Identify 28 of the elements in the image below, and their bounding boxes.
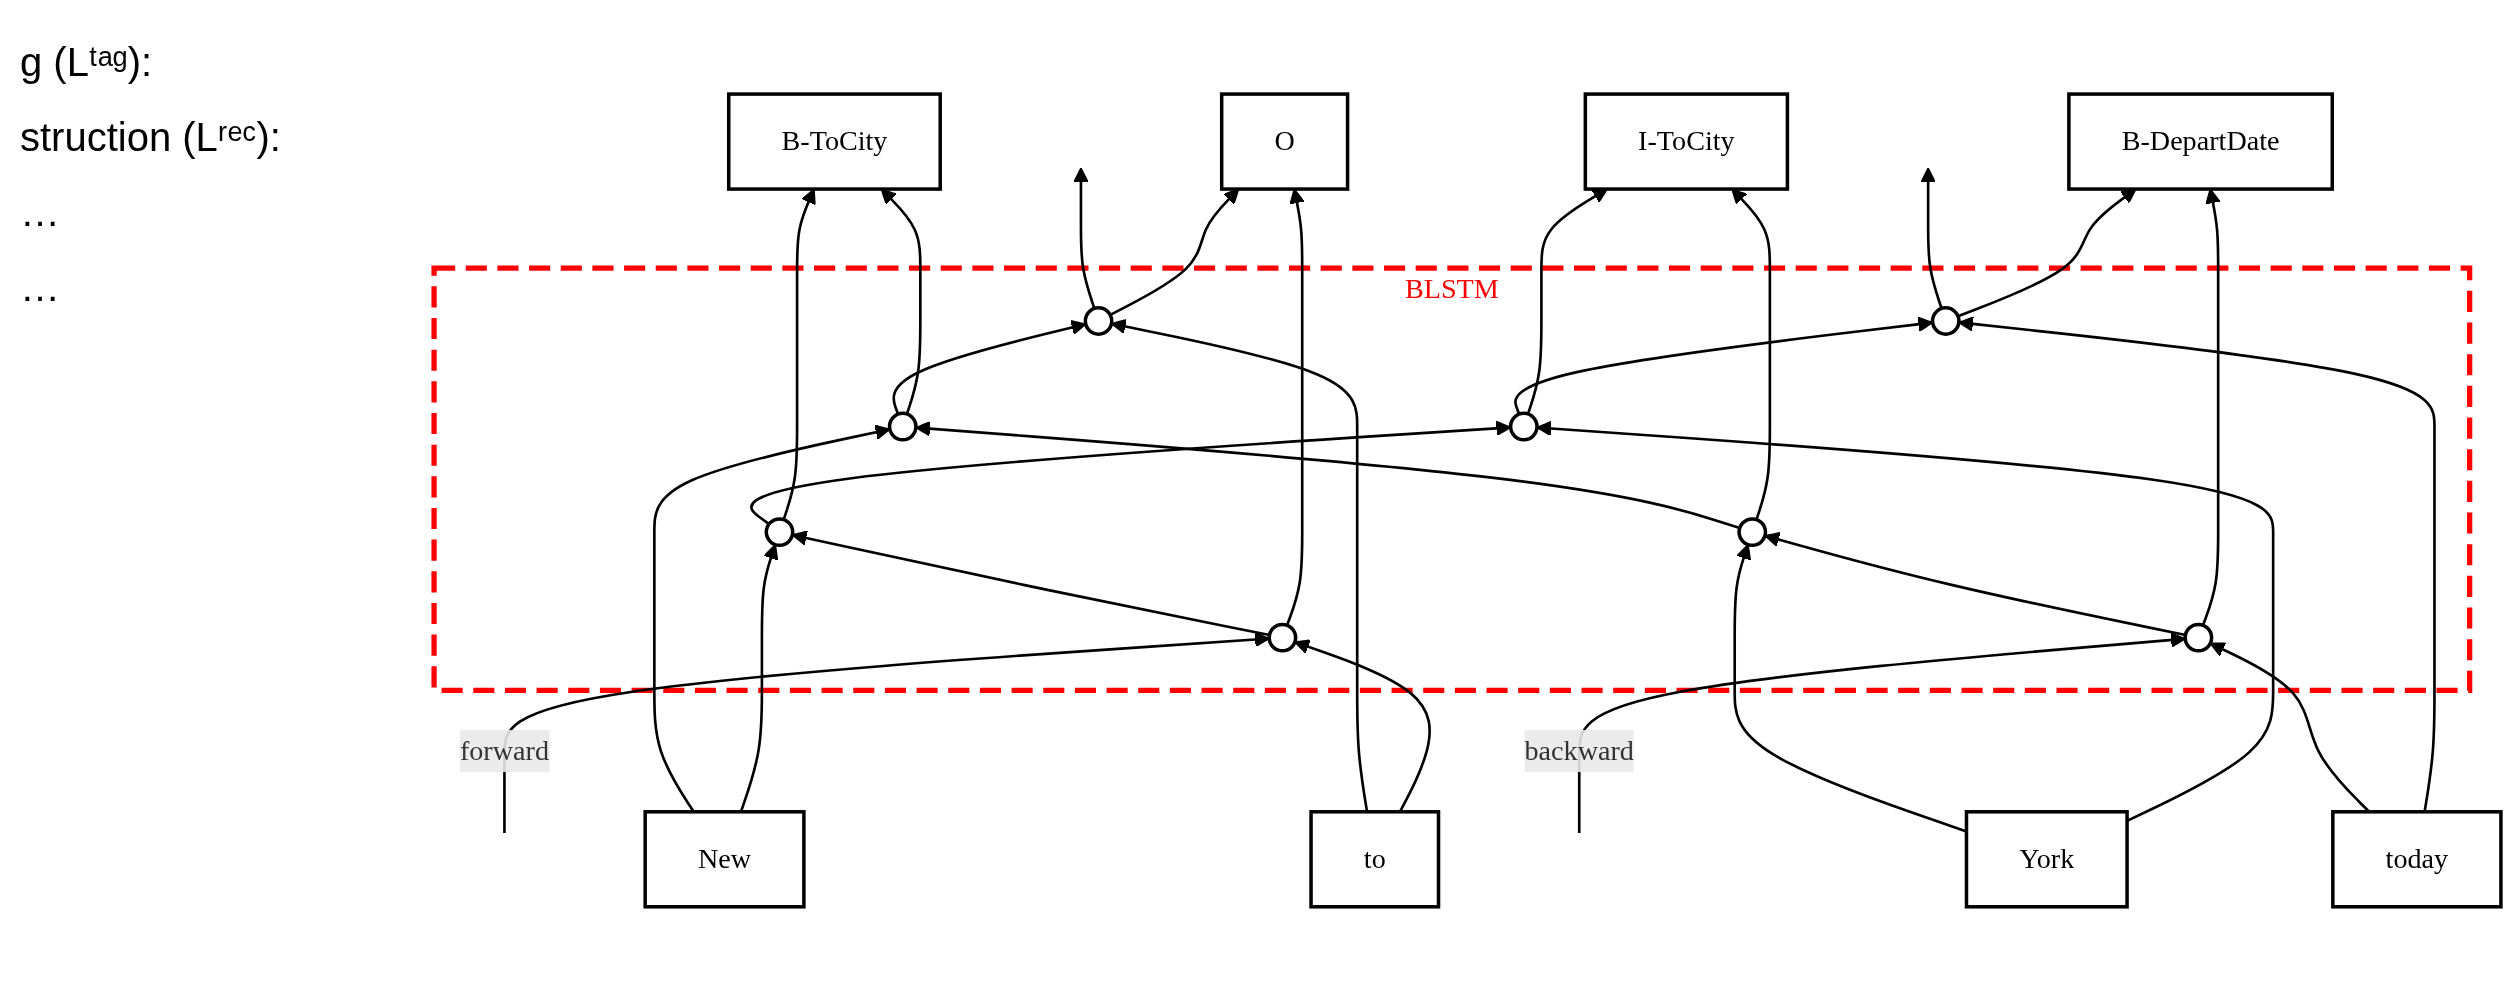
node-box: today <box>2331 809 2503 909</box>
node-box: to <box>1309 809 1441 909</box>
note-text: … <box>20 265 61 310</box>
edge-label: backward <box>1524 734 1634 765</box>
note-text: g (Lᵗᵃᵍ): <box>20 40 154 85</box>
arrow <box>1536 420 2275 822</box>
cluster: BLSTM <box>431 265 2473 693</box>
node-circle <box>2183 622 2214 653</box>
arrow <box>1294 638 1431 812</box>
note-text: struction (Lʳᵉᶜ): <box>20 115 282 160</box>
node-circle <box>1267 622 1298 653</box>
node-circle <box>764 516 795 547</box>
node-circle <box>1083 305 1114 336</box>
node-box: I-ToCity <box>1583 91 1790 191</box>
node-box: York <box>1964 809 2129 909</box>
node-box: O <box>1219 91 1350 191</box>
node-circle <box>1737 516 1768 547</box>
node-box: New <box>643 809 806 909</box>
edge-label: forward <box>459 734 549 765</box>
arrow <box>739 543 779 812</box>
node-circle <box>887 411 918 442</box>
node-box: B-DepartDate <box>2067 91 2335 191</box>
note-text: … <box>20 190 61 235</box>
node-box: B-ToCity <box>726 91 942 191</box>
arrow <box>1920 166 1943 309</box>
node-circle <box>1508 411 1539 442</box>
arrow <box>1073 166 1096 309</box>
node-circle <box>1930 305 1961 336</box>
